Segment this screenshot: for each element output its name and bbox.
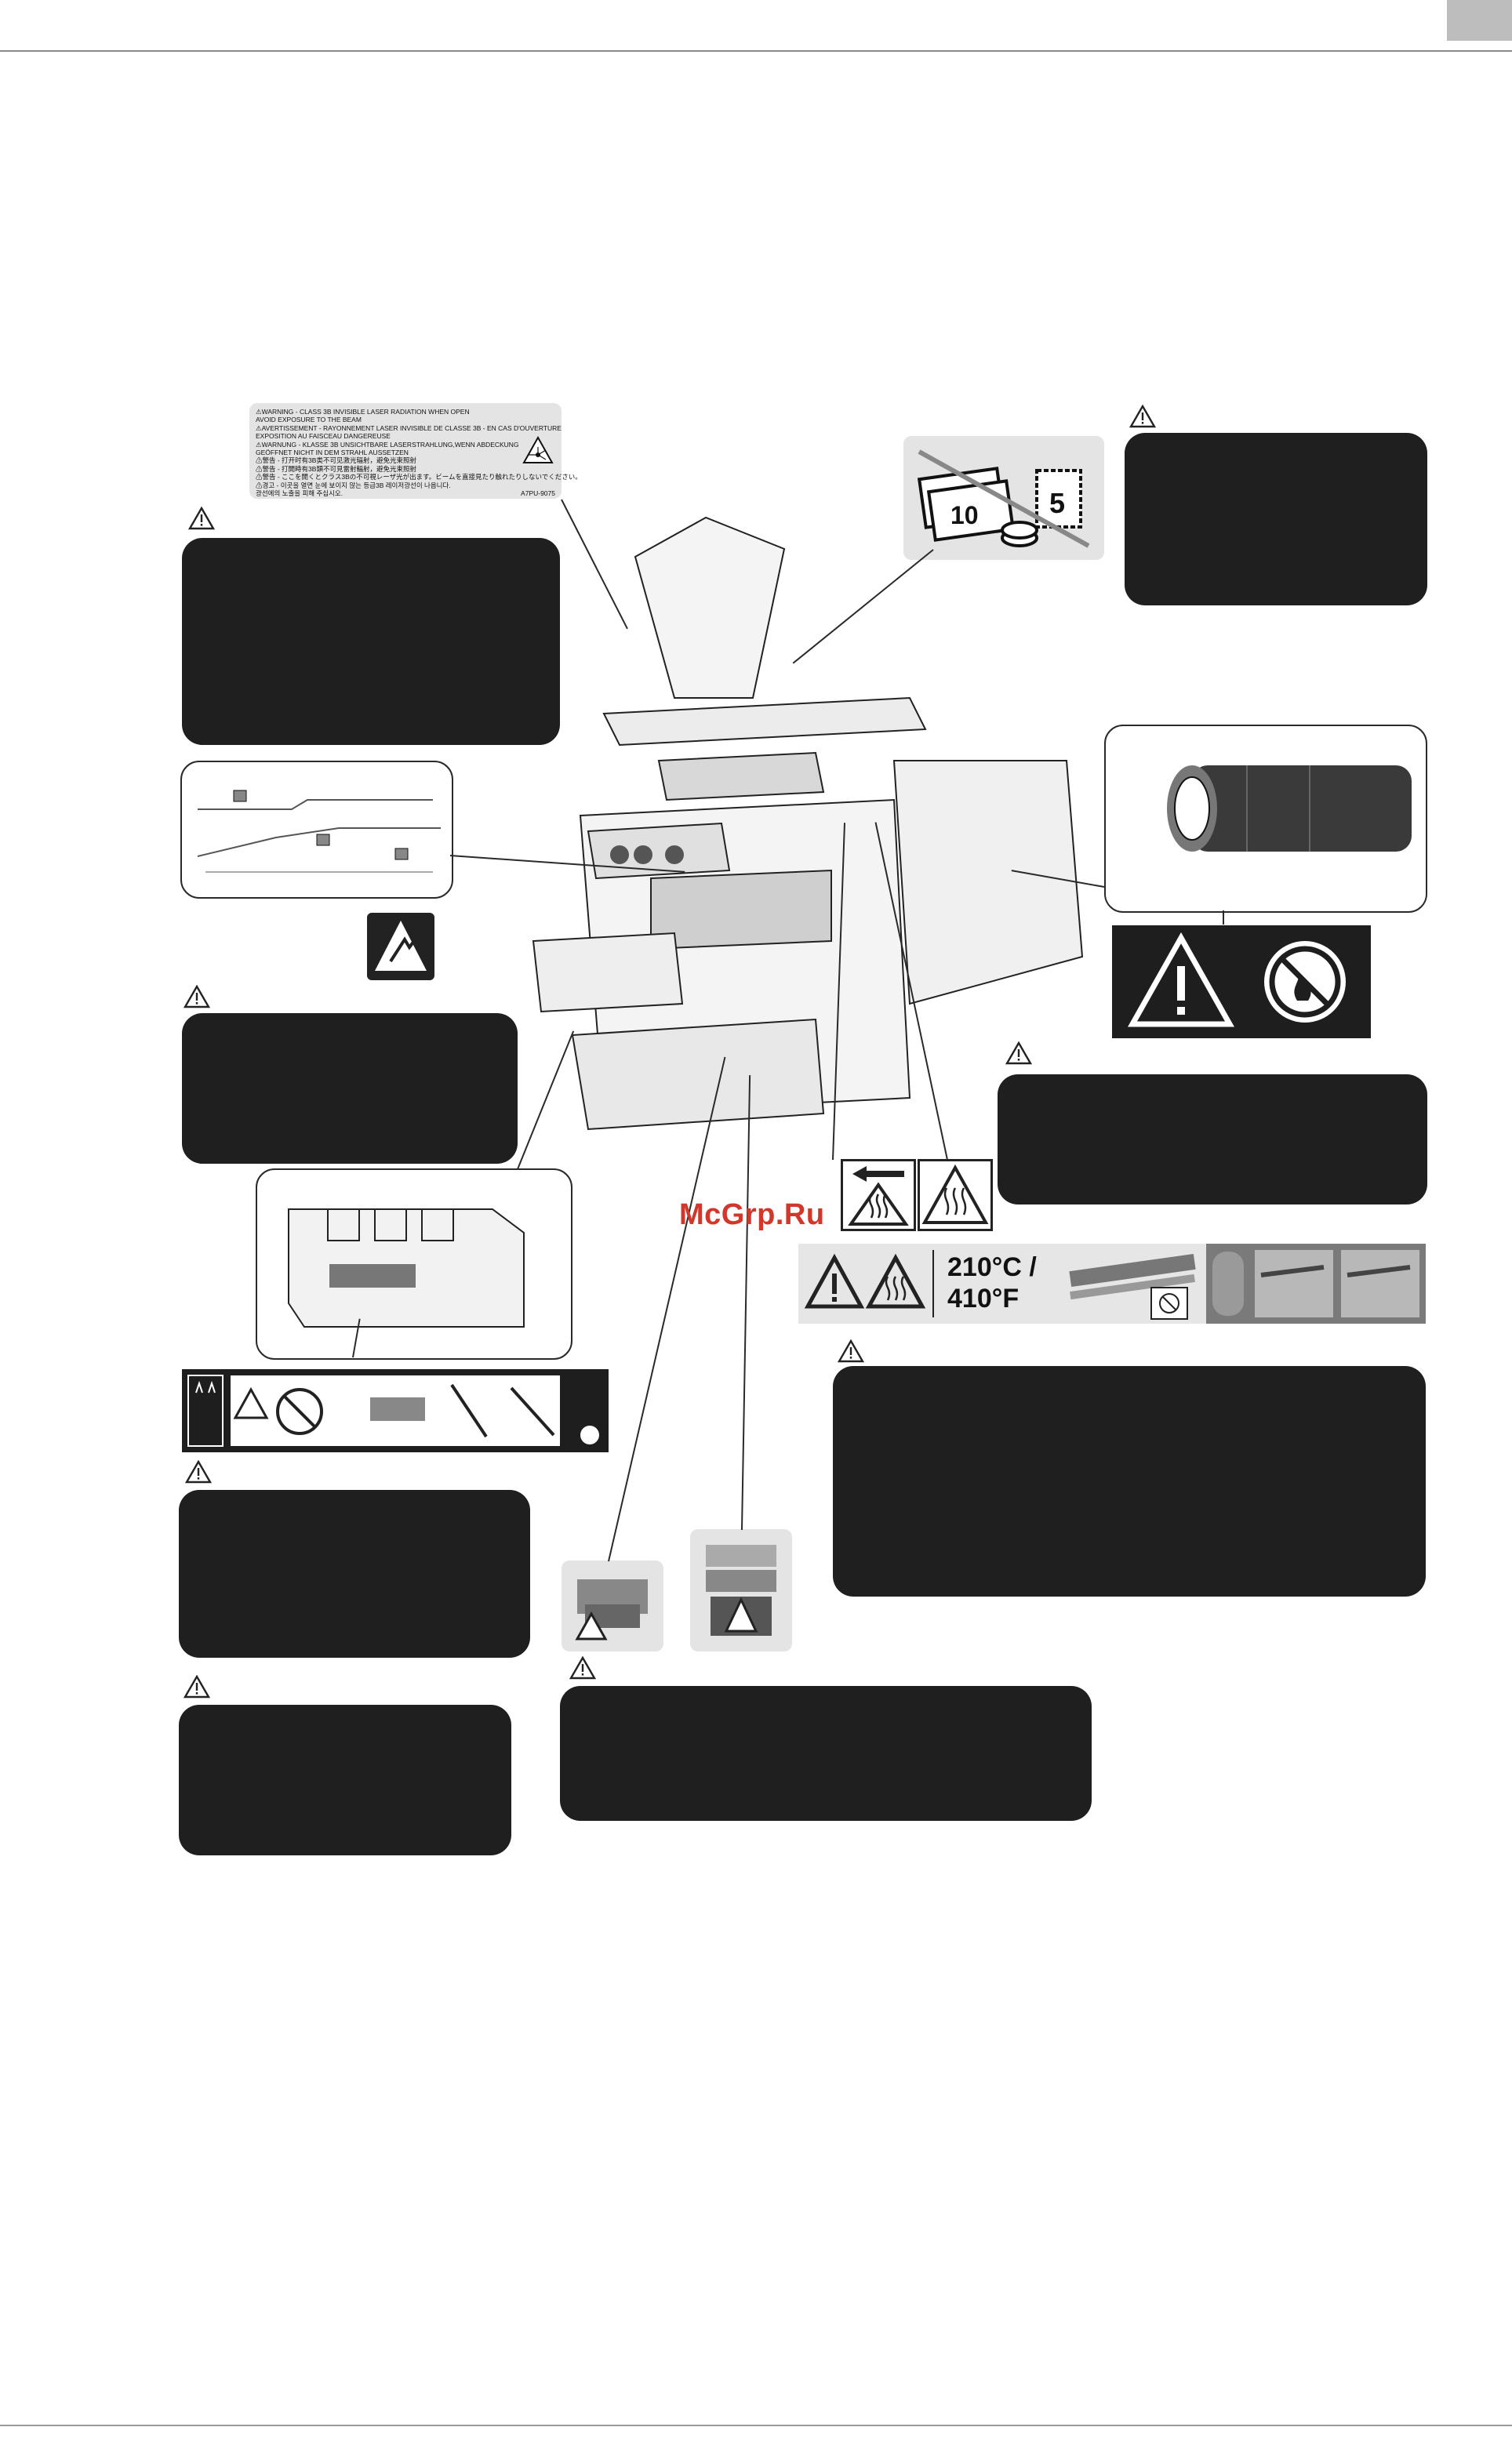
warning-triangle-icon	[1005, 1041, 1032, 1065]
warning-triangle-icon	[184, 985, 210, 1008]
warning-triangle-icon	[188, 507, 215, 530]
footer-rule	[0, 2425, 1512, 2426]
warning-triangle-icon	[184, 1675, 210, 1699]
no-banknotes-icon: 10 5	[917, 449, 1090, 548]
warning-triangle-icon	[838, 1339, 864, 1363]
warning-text-box-waste-toner	[179, 1490, 530, 1658]
laser-label-line: GEÖFFNET NICHT IN DEM STRAHL AUSSETZEN	[256, 449, 409, 457]
laser-warning-label: ⚠WARNING - CLASS 3B INVISIBLE LASER RADI…	[249, 403, 582, 499]
warning-triangle-icon	[569, 1656, 596, 1680]
warning-text-box-esd	[182, 1013, 518, 1164]
hot-surface-icon	[918, 1159, 993, 1231]
toner-fire-label	[1112, 925, 1371, 1038]
svg-text:10: 10	[950, 501, 979, 529]
hot-surface-arrow-label	[841, 1159, 916, 1231]
page-tab	[1447, 0, 1512, 41]
warning-text-box-toner	[998, 1074, 1427, 1204]
no-banknotes-label: 10 5	[903, 436, 1104, 560]
laser-label-line: ⚠경고 - 이곳을 열면 눈에 보이지 않는 등급3B 레이저광선이 나옵니다.	[256, 481, 451, 489]
fuser-jam-illustration	[1206, 1244, 1426, 1324]
warning-text-box-money	[1125, 433, 1427, 605]
tray-warning-label-right	[690, 1529, 792, 1651]
fuser-roller-illustration	[1069, 1253, 1196, 1320]
laser-hazard-icon	[522, 436, 554, 463]
fuser-temperature-label: 210°C / 410°F	[798, 1244, 1426, 1324]
waste-toner-box-illustration	[288, 1208, 525, 1328]
fuser-temp-celsius: 210°C /	[947, 1252, 1037, 1282]
waste-toner-label	[182, 1369, 609, 1452]
laser-label-line: ⚠AVERTISSEMENT - RAYONNEMENT LASER INVIS…	[256, 423, 562, 432]
esd-callout	[180, 761, 453, 899]
header-rule	[0, 50, 1512, 52]
esd-icon	[367, 913, 434, 980]
copier-machine-illustration	[532, 516, 1084, 1131]
leader-line	[1223, 910, 1224, 925]
toner-bottle-callout	[1104, 725, 1427, 913]
warning-triangle-icon	[1129, 405, 1156, 428]
warning-text-box-fuser	[833, 1366, 1426, 1597]
fuser-warning-icons	[804, 1250, 934, 1317]
laser-label-line: ⚠警告 - 打开时有3B类不可见激光辐射，避免光束照射	[256, 456, 416, 465]
laser-label-line: ⚠警告 - ここを開くとクラス3Bの不可視レーザ光が出ます。ビームを直接見たり触…	[256, 473, 582, 481]
waste-toner-callout	[256, 1168, 572, 1360]
warning-triangle-icon	[185, 1460, 212, 1484]
warning-text-box-hands	[560, 1686, 1092, 1821]
laser-label-code: A7PU-9075	[521, 489, 555, 497]
tray-warning-label-left	[562, 1561, 663, 1651]
laser-label-line: EXPOSITION AU FAISCEAU DANGEREUSE	[256, 432, 391, 441]
svg-text:5: 5	[1049, 487, 1065, 519]
esd-detail-illustration	[197, 790, 441, 873]
laser-label-line: AVOID EXPOSURE TO THE BEAM	[256, 416, 362, 424]
warning-text-box-trays	[179, 1705, 511, 1855]
laser-label-line: ⚠WARNUNG - KLASSE 3B UNSICHTBARE LASERST…	[256, 440, 519, 449]
toner-bottle-illustration	[1167, 765, 1412, 852]
watermark-text: McGrp.Ru	[679, 1198, 825, 1231]
laser-label-line: ⚠警告 - 打開時有3B類不可見雷射輻射，避免光束照射	[256, 464, 416, 473]
fuser-temp-fahrenheit: 410°F	[947, 1284, 1020, 1313]
laser-label-line: 광선에의 노출을 피해 주십시오.	[256, 489, 343, 498]
warning-text-box-laser	[182, 538, 560, 745]
laser-label-line: ⚠WARNING - CLASS 3B INVISIBLE LASER RADI…	[256, 408, 470, 416]
